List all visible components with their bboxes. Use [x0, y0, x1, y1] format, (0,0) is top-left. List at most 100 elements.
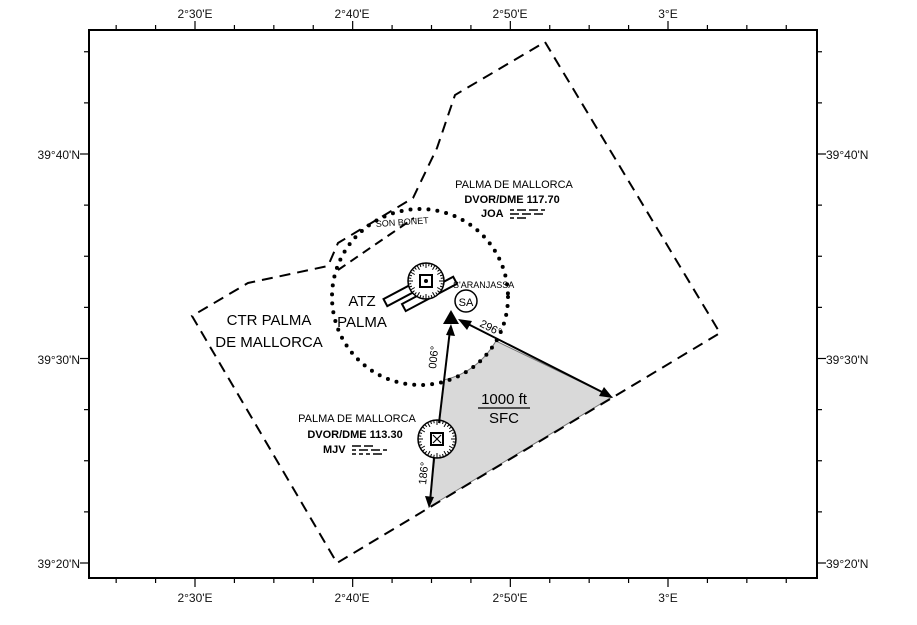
lon-label: 2°40'E	[334, 591, 369, 605]
lon-label: 2°50'E	[492, 7, 527, 21]
rose-tick	[427, 422, 431, 428]
joa-frequency: DVOR/DME 117.70	[464, 194, 559, 206]
mjv-x-mark	[432, 434, 442, 444]
joa-center-dot	[424, 279, 428, 283]
rose-tick	[435, 266, 438, 270]
radial-006-line	[438, 329, 451, 424]
rose-tick	[451, 432, 456, 434]
atz-label-line2: PALMA	[337, 314, 387, 331]
rose-tick	[411, 269, 415, 272]
rose-tick	[428, 263, 430, 267]
rose-tick	[424, 424, 428, 428]
shaded-sector	[428, 340, 614, 508]
joa-rose-ticks	[408, 263, 444, 299]
rose-tick	[416, 265, 420, 270]
lon-label: 3°E	[658, 591, 677, 605]
rose-tick	[427, 450, 431, 456]
joa-morse-code	[510, 209, 545, 219]
lon-label: 2°30'E	[177, 591, 212, 605]
mjv-rose-ticks	[418, 420, 456, 458]
left-latitude-labels: 39°40'N 39°30'N 39°20'N	[38, 148, 80, 571]
rose-tick	[419, 294, 422, 299]
rose-tick	[443, 422, 447, 428]
rose-tick	[414, 266, 417, 270]
reference-point-triangle	[443, 310, 459, 324]
top-longitude-labels: 2°30'E 2°40'E 2°50'E 3°E	[177, 7, 677, 21]
graticule-ticks	[80, 21, 826, 587]
s-aranjassa-label: S'ARANJASSA	[453, 280, 514, 290]
rose-tick	[430, 453, 432, 458]
rose-tick	[448, 445, 454, 449]
son-bonet-boundary	[337, 217, 415, 271]
rose-tick	[418, 444, 423, 446]
rose-tick	[437, 290, 441, 293]
rose-tick	[452, 435, 456, 437]
rose-tick	[451, 444, 456, 446]
atz-label-line1: ATZ	[348, 293, 375, 310]
lon-label: 2°30'E	[177, 7, 212, 21]
mjv-dme-box	[430, 432, 444, 446]
lat-label: 39°20'N	[38, 557, 80, 571]
mjv-morse-code	[352, 445, 387, 455]
rose-tick	[420, 445, 426, 449]
sa-badge-circle	[454, 289, 478, 313]
lat-label: 39°40'N	[826, 148, 868, 162]
mjv-station-name: PALMA DE MALLORCA	[298, 413, 416, 425]
rose-tick	[430, 263, 433, 268]
arrowhead-296-start	[458, 319, 472, 330]
rose-tick	[418, 432, 423, 434]
rose-tick	[418, 435, 422, 437]
rose-tick	[439, 274, 444, 277]
arrowhead-006	[446, 324, 455, 336]
sector-upper-limit: 1000 ft	[481, 391, 528, 408]
ctr-label-line1: CTR PALMA	[227, 312, 312, 329]
radial-186-label: 186°	[417, 461, 431, 485]
rose-tick	[437, 287, 442, 291]
arrowhead-296-end	[599, 387, 613, 398]
mjv-ident: MJV	[323, 444, 346, 456]
rose-tick	[408, 274, 413, 277]
rose-tick	[424, 450, 428, 454]
joa-vor-rose	[407, 262, 445, 300]
son-bonet-label: SON BONET	[375, 215, 429, 229]
rose-tick	[408, 283, 412, 285]
rose-tick	[416, 292, 420, 297]
rose-tick	[433, 454, 435, 458]
rose-tick	[433, 420, 435, 424]
rose-tick	[452, 441, 456, 443]
rose-tick	[408, 285, 413, 288]
radial-186-line	[429, 457, 435, 503]
ctr-boundary	[190, 40, 722, 565]
bottom-longitude-labels: 2°30'E 2°40'E 2°50'E 3°E	[177, 591, 677, 605]
rose-tick	[448, 429, 454, 433]
lon-label: 2°40'E	[334, 7, 369, 21]
rose-tick	[422, 426, 426, 430]
joa-station-name: PALMA DE MALLORCA	[455, 179, 573, 191]
lon-label: 2°50'E	[492, 591, 527, 605]
rose-tick	[448, 426, 452, 430]
rose-tick	[437, 271, 442, 275]
lon-label: 3°E	[658, 7, 677, 21]
arrowhead-186	[425, 496, 434, 508]
atz-boundary	[330, 207, 510, 387]
ctr-label-line2: DE MALLORCA	[215, 334, 323, 351]
rose-tick	[422, 295, 424, 299]
rose-tick	[443, 450, 447, 456]
rose-tick	[414, 292, 417, 296]
rose-tick	[435, 292, 438, 296]
rose-tick	[437, 269, 441, 272]
rose-tick	[418, 441, 422, 443]
rose-tick	[446, 424, 450, 428]
rose-tick	[428, 295, 430, 299]
joa-dme-box	[419, 274, 433, 288]
rose-tick	[422, 448, 426, 452]
joa-ident: JOA	[481, 208, 504, 220]
rose-tick	[432, 265, 436, 270]
rose-tick	[446, 450, 450, 454]
lat-label: 39°30'N	[826, 353, 868, 367]
rose-tick	[419, 263, 422, 268]
rose-tick	[430, 420, 432, 425]
rose-tick	[448, 448, 452, 452]
lat-label: 39°20'N	[826, 557, 868, 571]
